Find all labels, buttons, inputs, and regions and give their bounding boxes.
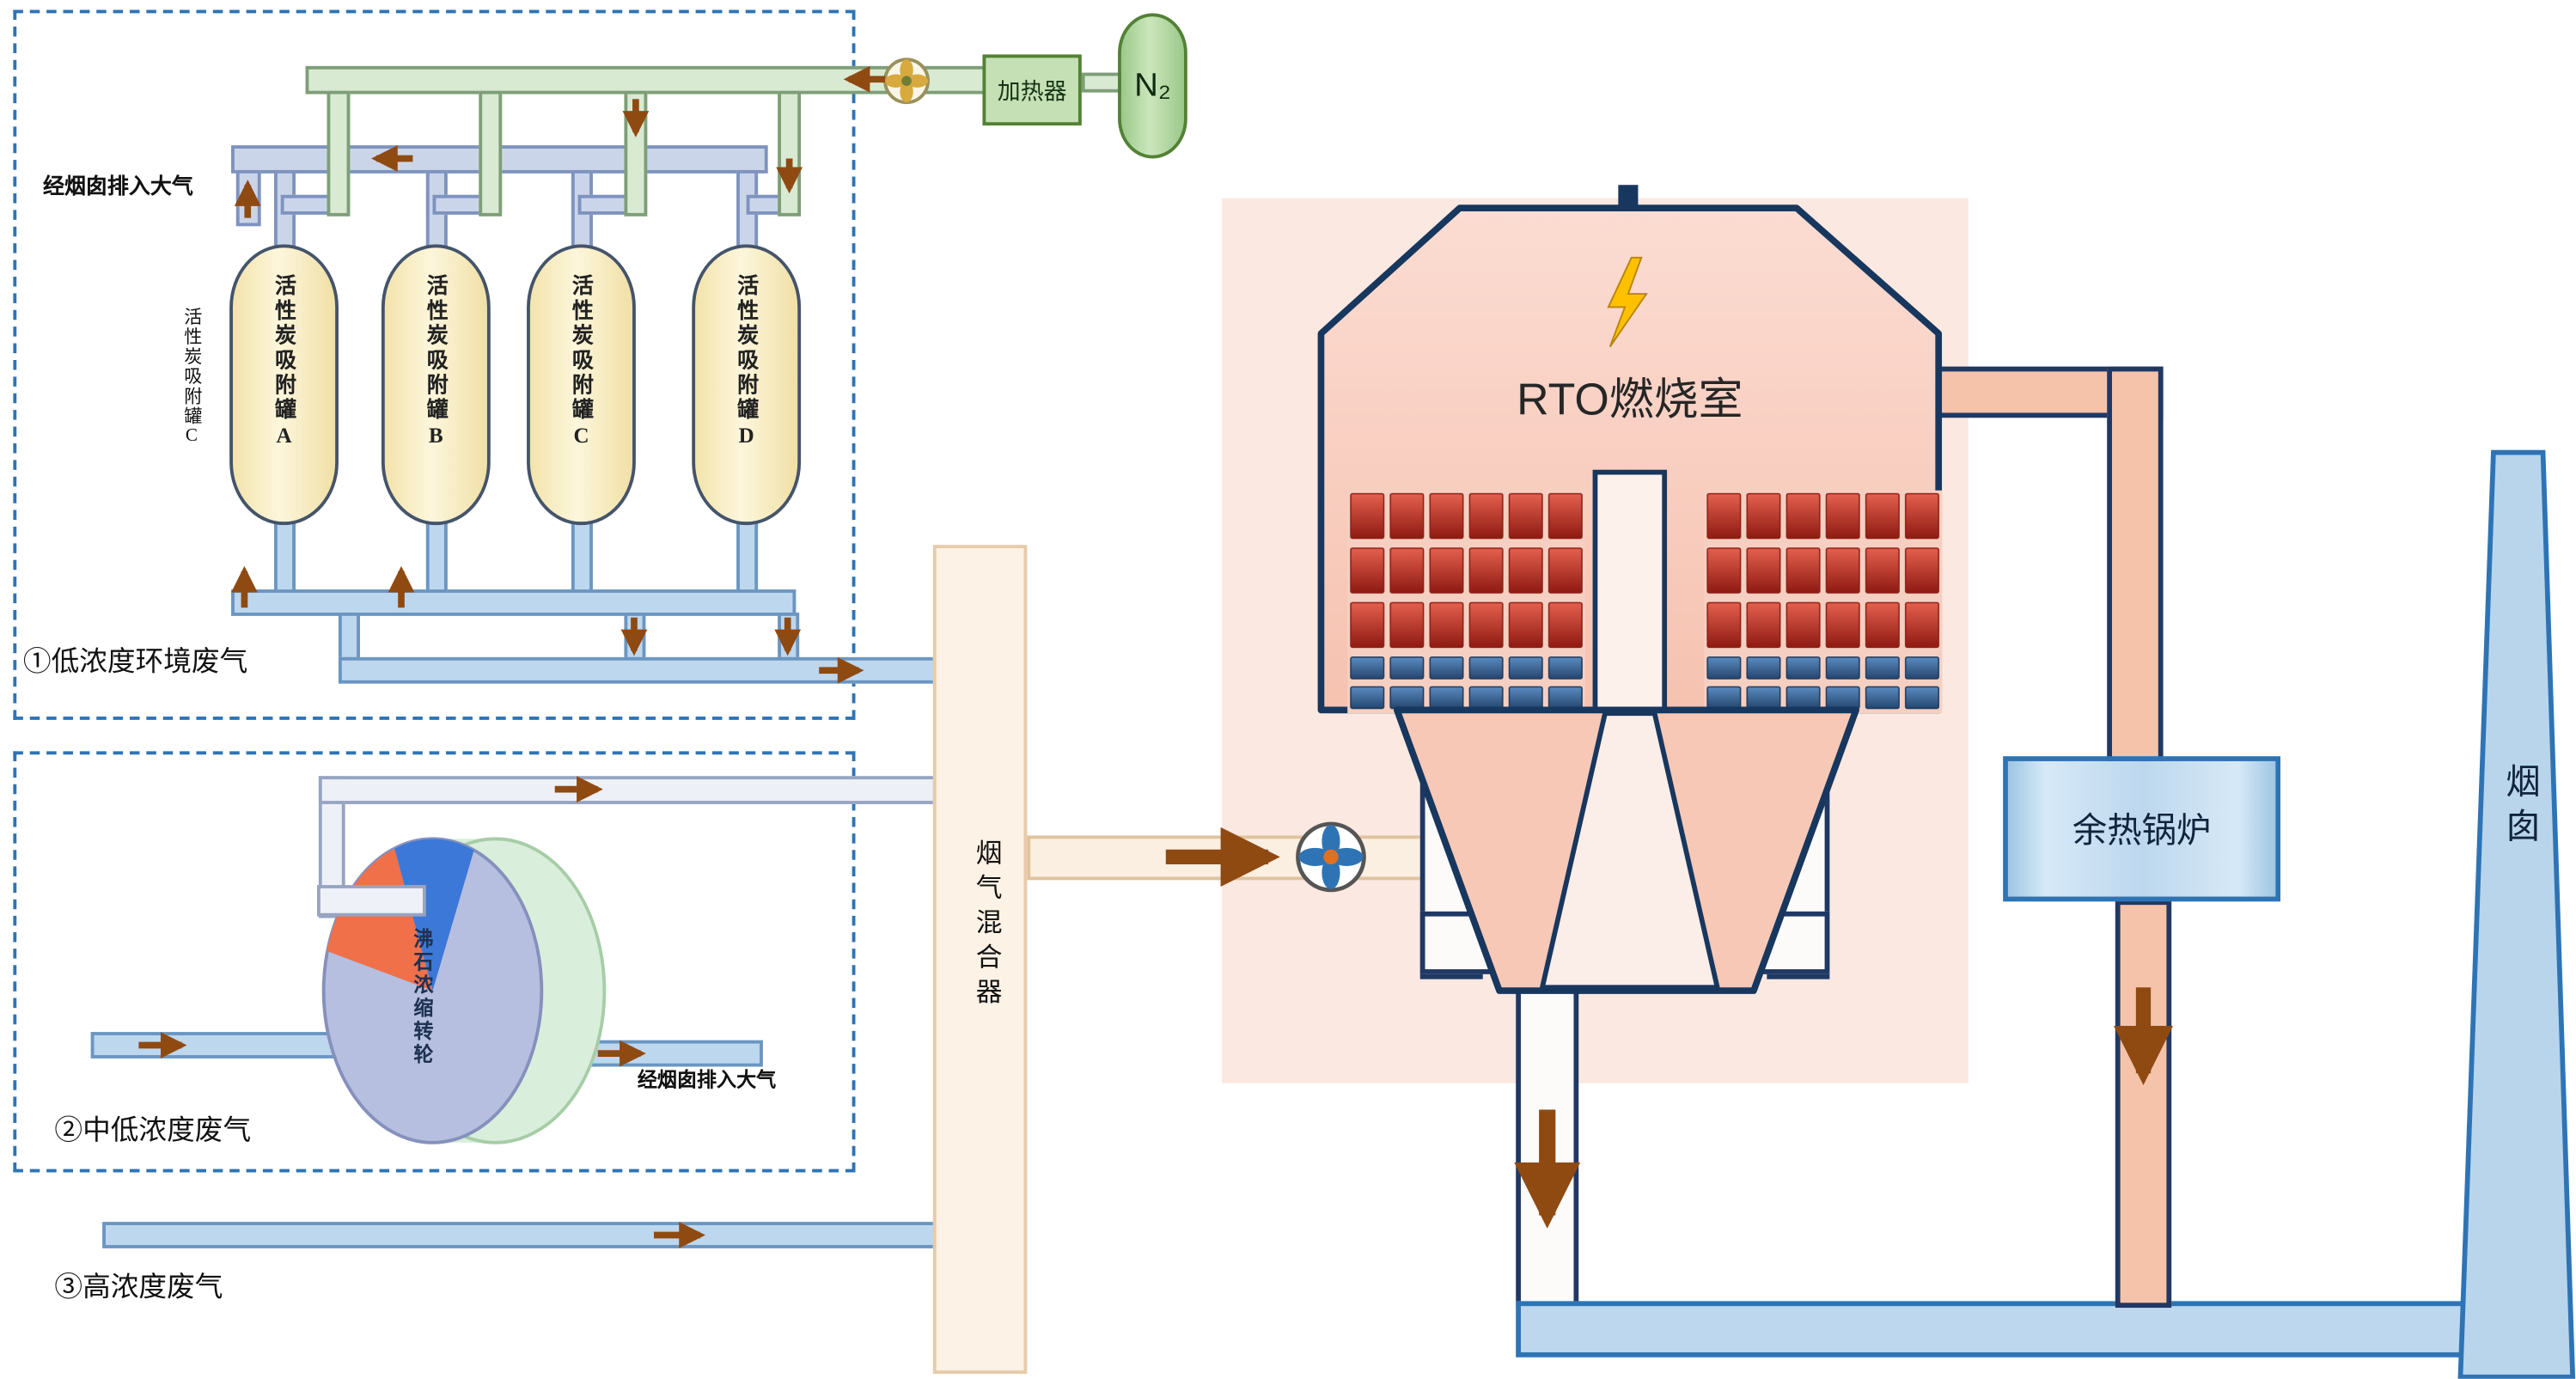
carbon-tank-b-label: 活性炭吸附罐B — [423, 274, 449, 451]
nitrogen-drop-b-pipe — [479, 90, 503, 217]
tank-a-bottom-pipe — [274, 520, 296, 593]
rto-hot-gas-pipe-v — [2107, 366, 2164, 763]
carbon-tank-c: 活性炭吸附罐C — [527, 244, 636, 526]
mixed-gas-pipe — [1027, 835, 1457, 881]
carbon-tank-d-label: 活性炭吸附罐D — [734, 274, 760, 451]
rto-label: RTO燃烧室 — [1517, 375, 1743, 424]
high-gas-to-mixer-pipe — [102, 1222, 937, 1248]
nitrogen-drop-c-pipe — [624, 90, 648, 217]
n2-to-heater-pipe — [1081, 72, 1121, 93]
tank-c-bottom-pipe — [571, 520, 593, 593]
boiler-outlet-pipe — [2115, 900, 2172, 1309]
side-tank-label: 活性炭吸附罐C — [181, 307, 202, 448]
heater-label: 加热器 — [997, 76, 1067, 104]
chimney-shape — [2457, 449, 2576, 1379]
manifold-connector-3 — [778, 612, 800, 661]
low-concentration-section-box — [13, 9, 856, 720]
bottom-run-to-chimney-pipe — [1516, 1301, 2477, 1358]
nitrogen-drop-a-pipe — [327, 90, 351, 217]
waste-heat-boiler: 余热锅炉 — [2003, 756, 2281, 902]
manifold-connector-1 — [338, 612, 360, 661]
rto-bottom-header-pipe — [1419, 911, 1830, 974]
carbon-tank-a-label: 活性炭吸附罐A — [272, 274, 296, 451]
low-gas-to-mixer-pipe — [338, 656, 937, 684]
waste-heat-boiler-label: 余热锅炉 — [2072, 812, 2212, 851]
tank-d-bottom-pipe — [736, 520, 759, 593]
zeolite-wheel-label: 沸石浓缩转轮 — [411, 928, 435, 1067]
wheel-outlet-pipe — [531, 1040, 763, 1067]
mid-concentration-section-box — [13, 751, 856, 1173]
nitrogen-tank-label: N₂ — [1134, 66, 1171, 104]
feed-manifold-pipe — [231, 589, 797, 616]
high-concentration-label: ③高浓度废气 — [54, 1271, 223, 1303]
atmosphere-label-wheel: 经烟囱排入大气 — [637, 1068, 777, 1092]
manifold-connector-2 — [624, 612, 646, 661]
wheel-to-mixer-pipe — [318, 776, 937, 804]
nitrogen-supply-manifold — [305, 65, 986, 95]
heater-box: 加热器 — [982, 54, 1082, 126]
carbon-tank-d: 活性炭吸附罐D — [692, 244, 802, 526]
carbon-tank-c-label: 活性炭吸附罐C — [569, 274, 594, 451]
wheel-inlet-pipe — [90, 1032, 339, 1059]
mid-concentration-label: ②中低浓度废气 — [54, 1114, 252, 1146]
rto-outlet-down-pipe — [1516, 984, 1579, 1309]
flue-gas-mixer — [932, 545, 1028, 1374]
low-concentration-label: ①低浓度环境废气 — [22, 645, 248, 677]
tank-b-bottom-pipe — [425, 520, 448, 593]
nitrogen-tank: N₂ — [1118, 13, 1187, 159]
atmosphere-label-top: 经烟囱排入大气 — [42, 173, 193, 198]
nitrogen-drop-d-pipe — [778, 90, 802, 217]
carbon-tank-a: 活性炭吸附罐A — [229, 244, 339, 526]
exhaust-end-stub-pipe — [235, 169, 261, 227]
mixer-label: 烟气混合器 — [971, 839, 999, 1013]
chimney-label: 烟囱 — [2501, 762, 2540, 852]
carbon-tank-b: 活性炭吸附罐B — [381, 244, 491, 526]
